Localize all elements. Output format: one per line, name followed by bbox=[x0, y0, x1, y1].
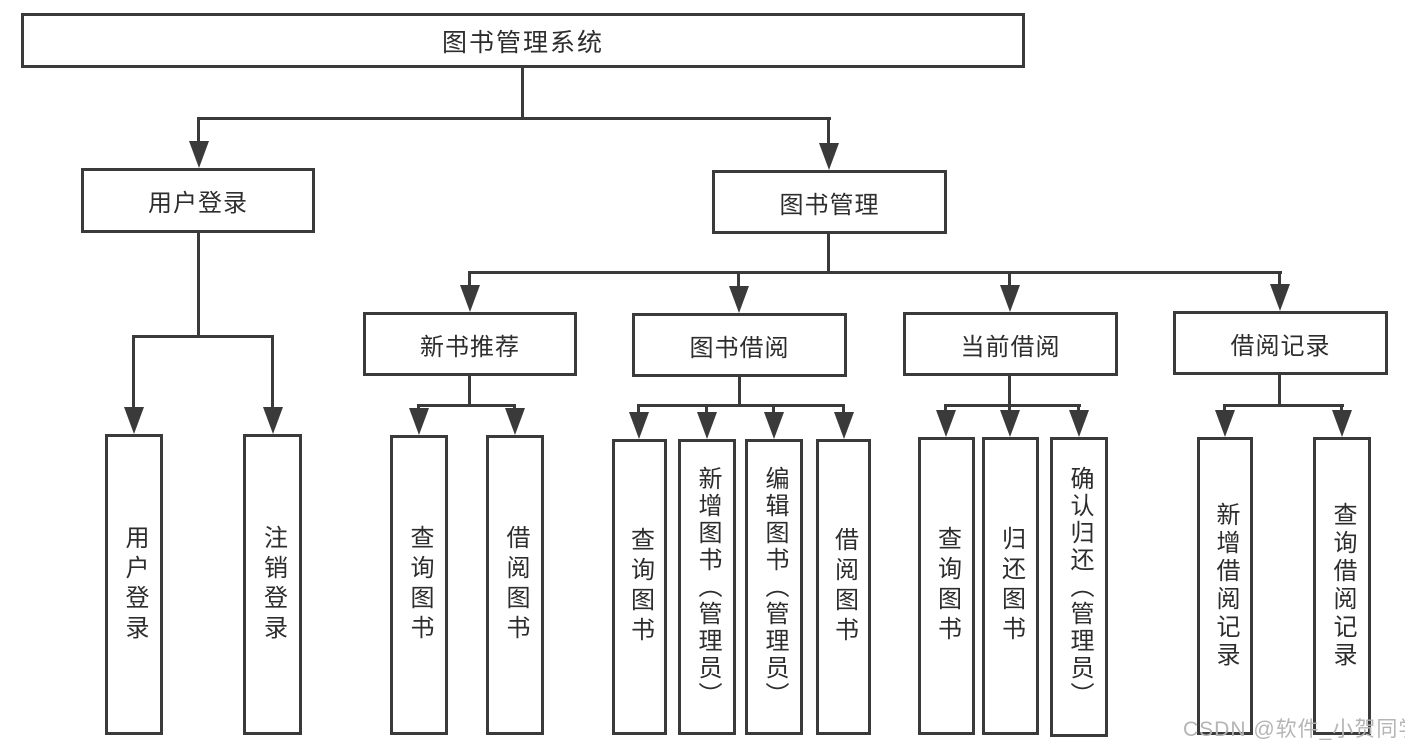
connector-line bbox=[197, 233, 200, 338]
node-new-book-recommend: 新书推荐 bbox=[363, 312, 577, 376]
connector-line bbox=[944, 404, 947, 412]
connector-line bbox=[1008, 376, 1011, 407]
connector-line bbox=[637, 404, 845, 407]
leaf-logout: 注销登录 bbox=[243, 434, 302, 735]
connector-line bbox=[944, 404, 1081, 407]
node-borrow-records: 借阅记录 bbox=[1173, 311, 1388, 375]
node-label: 编辑图书（管理员） bbox=[761, 465, 788, 709]
connector-arrowhead bbox=[263, 407, 283, 434]
node-label: 注销登录 bbox=[259, 524, 287, 645]
node-label: 查询借阅记录 bbox=[1329, 502, 1356, 670]
node-label: 图书管理 bbox=[779, 191, 880, 219]
node-current-borrowing: 当前借阅 bbox=[903, 312, 1118, 376]
node-book-borrowing: 图书借阅 bbox=[632, 313, 847, 377]
connector-line bbox=[842, 404, 845, 414]
connector-line bbox=[1223, 404, 1226, 412]
node-label: 确认归还（管理员） bbox=[1066, 465, 1093, 709]
connector-line bbox=[1223, 404, 1344, 407]
connector-arrowhead bbox=[1270, 284, 1290, 311]
node-label: 新增图书（管理员） bbox=[694, 465, 721, 709]
connector-line bbox=[1077, 404, 1080, 412]
node-label: 查询图书 bbox=[626, 527, 654, 647]
connector-line bbox=[738, 377, 741, 407]
leaf-borrowing-query-books: 查询图书 bbox=[612, 439, 667, 735]
leaf-user-login: 用户登录 bbox=[105, 434, 163, 735]
connector-line bbox=[468, 271, 471, 287]
connector-line bbox=[468, 376, 471, 407]
connector-line bbox=[1008, 404, 1011, 412]
node-label: 新增借阅记录 bbox=[1212, 502, 1239, 670]
node-label: 归还图书 bbox=[997, 526, 1025, 646]
leaf-recommend-borrow-books: 借阅图书 bbox=[486, 435, 544, 735]
connector-arrowhead bbox=[834, 412, 854, 439]
connector-line bbox=[271, 335, 274, 409]
csdn-watermark: CSDN @软件_小贺同学 bbox=[1183, 718, 1405, 741]
connector-line bbox=[132, 335, 274, 338]
node-label: 新书推荐 bbox=[420, 333, 520, 361]
connector-line bbox=[1278, 271, 1281, 286]
leaf-recommend-query-books: 查询图书 bbox=[390, 435, 448, 735]
node-label: 图书管理系统 bbox=[441, 28, 604, 57]
connector-line bbox=[521, 68, 524, 120]
connector-arrowhead bbox=[1000, 410, 1020, 437]
connector-arrowhead bbox=[697, 412, 717, 439]
connector-line bbox=[637, 404, 640, 414]
connector-line bbox=[737, 271, 740, 288]
node-label: 借阅图书 bbox=[502, 525, 529, 645]
connector-line bbox=[132, 335, 135, 409]
connector-arrowhead bbox=[409, 408, 429, 435]
connector-arrowhead bbox=[124, 407, 144, 434]
connector-line bbox=[1008, 271, 1011, 287]
node-label: 查询图书 bbox=[933, 526, 961, 646]
connector-line bbox=[772, 404, 775, 414]
connector-line bbox=[468, 271, 1282, 274]
leaf-borrowing-edit-books-admin: 编辑图书（管理员） bbox=[745, 439, 803, 735]
connector-arrowhead bbox=[1215, 410, 1235, 437]
connector-line bbox=[1278, 375, 1281, 407]
node-label: 借阅图书 bbox=[830, 527, 858, 647]
connector-line bbox=[197, 117, 831, 120]
connector-arrowhead bbox=[1069, 410, 1089, 437]
connector-arrowhead bbox=[460, 285, 480, 312]
node-label: 当前借阅 bbox=[960, 333, 1061, 361]
connector-line bbox=[827, 117, 830, 146]
leaf-records-add-record: 新增借阅记录 bbox=[1197, 437, 1253, 735]
leaf-records-query-record: 查询借阅记录 bbox=[1313, 437, 1371, 735]
node-label: 用户登录 bbox=[121, 524, 148, 645]
connector-arrowhead bbox=[629, 412, 649, 439]
connector-arrowhead bbox=[1000, 285, 1020, 312]
node-book-management: 图书管理 bbox=[712, 170, 947, 234]
connector-arrowhead bbox=[764, 412, 784, 439]
connector-arrowhead bbox=[936, 410, 956, 437]
node-label: 借阅记录 bbox=[1230, 332, 1331, 360]
leaf-borrowing-add-books-admin: 新增图书（管理员） bbox=[678, 439, 736, 735]
node-user-login: 用户登录 bbox=[81, 168, 315, 233]
leaf-current-return-books: 归还图书 bbox=[982, 437, 1039, 735]
node-label: 图书借阅 bbox=[689, 334, 790, 362]
leaf-borrowing-borrow-books: 借阅图书 bbox=[816, 439, 871, 735]
leaf-current-query-books: 查询图书 bbox=[918, 437, 975, 735]
connector-arrowhead bbox=[819, 143, 839, 170]
connector-arrowhead bbox=[729, 286, 749, 313]
leaf-current-confirm-return-admin: 确认归还（管理员） bbox=[1050, 437, 1108, 737]
connector-arrowhead bbox=[1332, 410, 1352, 437]
node-label: 查询图书 bbox=[406, 525, 433, 645]
connector-line bbox=[417, 404, 516, 407]
connector-line bbox=[827, 234, 830, 274]
connector-line bbox=[197, 117, 200, 144]
connector-arrowhead bbox=[505, 408, 525, 435]
node-label: 用户登录 bbox=[148, 190, 248, 217]
connector-arrowhead bbox=[189, 141, 209, 168]
connector-line bbox=[705, 404, 708, 414]
node-library-system: 图书管理系统 bbox=[21, 13, 1025, 68]
connector-line bbox=[1340, 404, 1343, 412]
